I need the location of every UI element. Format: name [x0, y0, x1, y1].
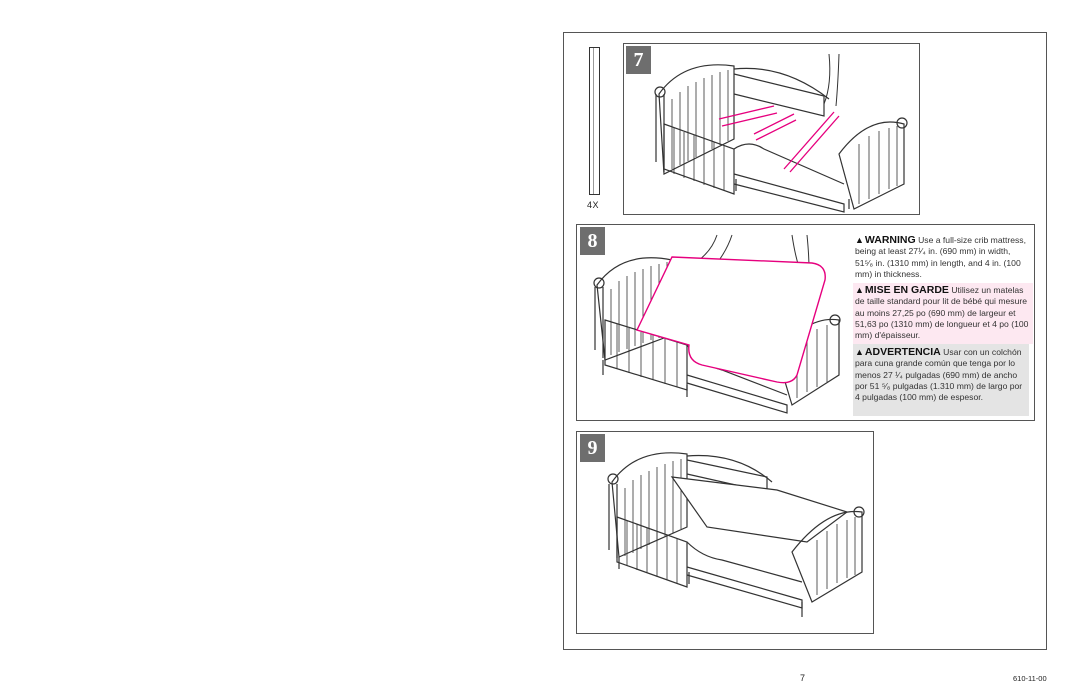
warning-title-fr: MISE EN GARDE — [864, 284, 949, 296]
step-7-badge: 7 — [626, 46, 651, 74]
slat-quantity-label: 4X — [587, 200, 600, 210]
step-9-panel — [576, 431, 874, 634]
page-number: 7 — [800, 673, 806, 683]
slat-part-illustration — [589, 47, 600, 195]
step-8-bed-illustration — [593, 234, 841, 414]
warning-body-es: colchón para cuna grande común que tenga… — [855, 347, 1023, 403]
warning-title-es: ADVERTENCIA — [864, 346, 941, 358]
step-8-panel: ▲WARNING Use a full-size crib mattress, … — [576, 224, 1035, 421]
warning-body-fr: matelas de taille standard pour lit de b… — [855, 285, 1029, 341]
warning-triangle-icon: ▲ — [855, 285, 864, 295]
warning-body-en: mattress, being at least 27¹⁄₄ in. (690 … — [855, 235, 1026, 279]
step-8-badge: 8 — [580, 227, 605, 255]
warning-triangle-icon: ▲ — [855, 235, 864, 245]
warning-english: ▲WARNING Use a full-size crib mattress, … — [855, 234, 1027, 280]
warning-lead-es: Usar con un — [943, 347, 990, 357]
warning-lead-en: Use a full-size crib — [918, 235, 989, 245]
step-9-badge: 9 — [580, 434, 605, 462]
warning-spanish: ▲ADVERTENCIA Usar con un colchón para cu… — [853, 344, 1029, 416]
step-9-bed-illustration — [607, 452, 865, 617]
instruction-page-frame — [563, 32, 1047, 650]
warning-lead-fr: Utilisez un — [951, 285, 991, 295]
warning-triangle-icon: ▲ — [855, 347, 864, 357]
warning-title-en: WARNING — [864, 234, 916, 246]
step-7-bed-illustration — [654, 53, 908, 213]
warning-french: ▲MISE EN GARDE Utilisez un matelas de ta… — [853, 283, 1033, 345]
document-code: 610-11-00 — [1013, 674, 1047, 683]
step-7-panel — [623, 43, 920, 215]
